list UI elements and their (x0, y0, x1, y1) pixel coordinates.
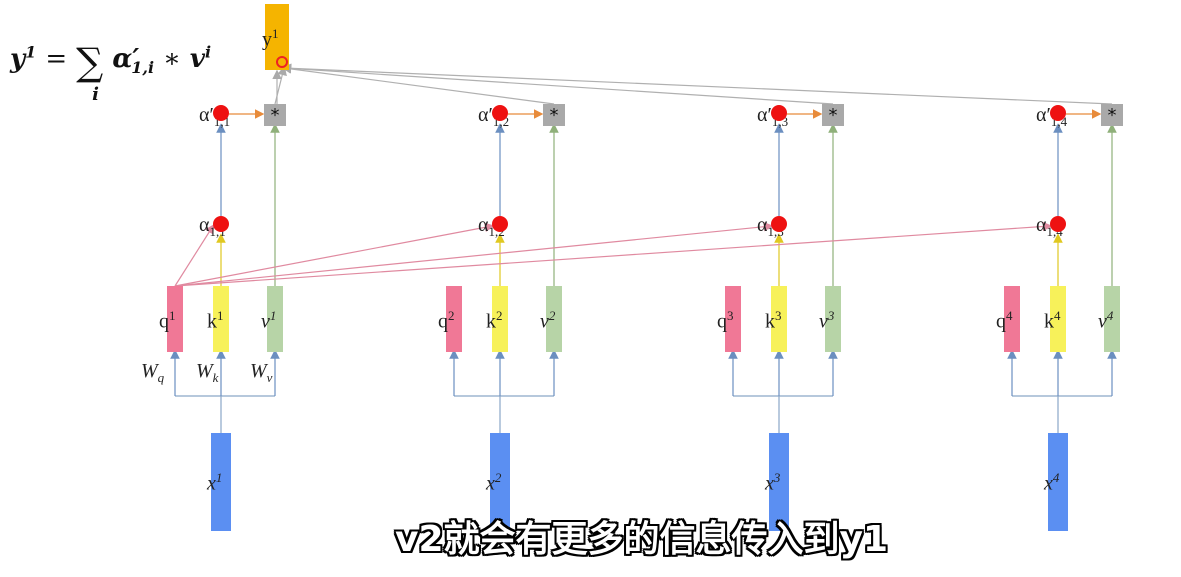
multiply4-box: * (1101, 104, 1123, 126)
q4-bar (1004, 286, 1020, 352)
formula-y-sup: 1 (25, 42, 37, 62)
k3-bar (771, 286, 787, 352)
alpha-prime2-dot (492, 105, 508, 121)
formula-alpha-sub: 1,i (131, 58, 155, 78)
alpha-prime1-dot (213, 105, 229, 121)
k2-bar (492, 286, 508, 352)
weight-wk-label: Wk (196, 360, 219, 385)
x1-label: x1 (207, 470, 223, 495)
v2-label: v2 (540, 308, 556, 333)
wire-star-to-y4 (281, 63, 1113, 105)
formula-alpha: α (112, 44, 133, 74)
weight-wv-label: Wv (250, 360, 273, 385)
v3-bar (825, 286, 841, 352)
alpha4-dot (1050, 216, 1066, 232)
attention-formula: y1 = ∑ i α′1,i ∗ vi (10, 40, 212, 105)
q1-label: q1 (159, 308, 176, 333)
x2-label: x2 (486, 470, 502, 495)
wire-star-to-y2 (281, 64, 555, 105)
q1-bar (167, 286, 183, 352)
wire-star-to-y3 (281, 63, 834, 105)
formula-y: y (10, 44, 26, 74)
formula-times: ∗ (163, 44, 181, 74)
formula-sigma-sub: i (92, 84, 100, 105)
k4-label: k4 (1044, 308, 1061, 333)
v1-bar (267, 286, 283, 352)
output-y1-dot (276, 56, 288, 68)
alpha1-dot (213, 216, 229, 232)
x3-bar (769, 433, 789, 531)
alpha2-dot (492, 216, 508, 232)
wire-q1-to-alpha4 (174, 221, 1053, 287)
x3-label: x3 (765, 470, 781, 495)
q3-bar (725, 286, 741, 352)
v3-label: v3 (819, 308, 835, 333)
q4-label: q4 (996, 308, 1013, 333)
wire-q1-to-alpha3 (174, 221, 774, 287)
alpha3-dot (771, 216, 787, 232)
v2-bar (546, 286, 562, 352)
x2-bar (490, 433, 510, 531)
wire-q1-to-alpha1 (174, 223, 215, 287)
multiply1-box: * (264, 104, 286, 126)
k2-label: k2 (486, 308, 503, 333)
q2-bar (446, 286, 462, 352)
alpha-prime4-dot (1050, 105, 1066, 121)
weight-wq-label: Wq (141, 360, 165, 385)
multiply2-box: * (543, 104, 565, 126)
output-y1-label: y1 (262, 26, 279, 51)
multiply3-box: * (822, 104, 844, 126)
v4-bar (1104, 286, 1120, 352)
q2-label: q2 (438, 308, 455, 333)
k1-bar (213, 286, 229, 352)
formula-v-sup: i (204, 42, 212, 62)
formula-v: v (189, 44, 205, 74)
k4-bar (1050, 286, 1066, 352)
v1-label: v1 (261, 308, 277, 333)
wire-q1-to-alpha2 (174, 222, 495, 287)
v4-label: v4 (1098, 308, 1114, 333)
x1-bar (211, 433, 231, 531)
q3-label: q3 (717, 308, 734, 333)
formula-equals: = (45, 44, 68, 74)
alpha-prime3-dot (771, 105, 787, 121)
x4-bar (1048, 433, 1068, 531)
formula-alpha-prime: ′ (132, 44, 140, 74)
subtitle-caption: v2就会有更多的信息传入到y1 (395, 519, 889, 560)
wire-star-to-y1 (274, 65, 287, 105)
x4-label: x4 (1044, 470, 1060, 495)
k3-label: k3 (765, 308, 782, 333)
formula-sigma: ∑ (76, 40, 104, 84)
k1-label: k1 (207, 308, 224, 333)
